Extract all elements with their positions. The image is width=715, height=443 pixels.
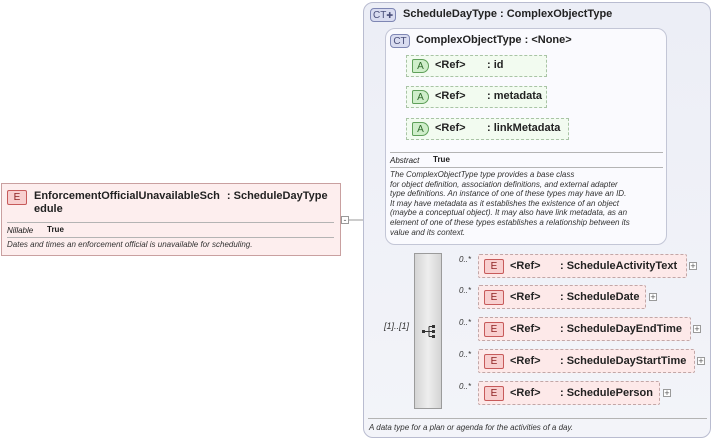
element-tag: E bbox=[484, 290, 504, 305]
base-type-title: ComplexObjectType : <None> bbox=[416, 34, 572, 46]
expand-toggle[interactable]: + bbox=[693, 324, 701, 334]
element-tag: E bbox=[484, 386, 504, 401]
base-type-documentation: The ComplexObjectType type provides a ba… bbox=[390, 170, 630, 237]
element-tag: E bbox=[484, 259, 504, 274]
element-schedule-day-end-time[interactable]: E <Ref> : ScheduleDayEndTime bbox=[478, 317, 691, 341]
base-type-name: ComplexObjectType bbox=[416, 34, 522, 46]
root-name-part1: EnforcementOfficialUnavailableSch bbox=[34, 190, 220, 202]
doc-line: (maybe a conceptual object). It may also… bbox=[390, 208, 628, 218]
divider bbox=[390, 152, 663, 153]
element-schedule-day-start-time[interactable]: E <Ref> : ScheduleDayStartTime bbox=[478, 349, 695, 373]
expand-toggle[interactable]: + bbox=[649, 292, 657, 302]
doc-line: The ComplexObjectType type provides a ba… bbox=[390, 170, 575, 179]
element-tag: E bbox=[7, 190, 27, 205]
attribute-tag: A bbox=[412, 122, 429, 136]
element-name: : SchedulePerson bbox=[560, 387, 653, 399]
nillable-value: True bbox=[47, 225, 64, 234]
base-type-base: : <None> bbox=[524, 34, 572, 46]
element-name: : ScheduleDate bbox=[560, 291, 640, 303]
element-ref: <Ref> bbox=[510, 291, 541, 303]
divider bbox=[390, 167, 663, 168]
doc-line: value and its context. bbox=[390, 227, 466, 237]
attribute-tag: A bbox=[412, 90, 429, 104]
attribute-linkmetadata[interactable]: A <Ref> : linkMetadata bbox=[406, 118, 569, 140]
element-cardinality: 0..* bbox=[459, 318, 472, 327]
element-name: : ScheduleActivityText bbox=[560, 260, 678, 272]
element-cardinality: 0..* bbox=[459, 350, 472, 359]
nillable-label: Nillable bbox=[7, 226, 34, 235]
expand-toggle[interactable]: + bbox=[689, 261, 697, 271]
outer-type-name: ScheduleDayType bbox=[403, 8, 497, 20]
element-name: : ScheduleDayEndTime bbox=[560, 323, 683, 335]
ct-tag-label: CT bbox=[372, 10, 387, 21]
doc-line: element of one of these types establishe… bbox=[390, 217, 630, 227]
element-schedule-activity-text[interactable]: E <Ref> : ScheduleActivityText bbox=[478, 254, 687, 278]
element-cardinality: 0..* bbox=[459, 286, 472, 295]
sequence-icon bbox=[422, 325, 435, 338]
element-ref: <Ref> bbox=[510, 323, 541, 335]
divider bbox=[7, 237, 334, 238]
doc-line: It may have metadata as it establishes t… bbox=[390, 198, 620, 208]
attribute-name: : linkMetadata bbox=[487, 122, 561, 134]
element-ref: <Ref> bbox=[510, 355, 541, 367]
outer-type-title: ScheduleDayType : ComplexObjectType bbox=[403, 8, 612, 20]
abstract-value: True bbox=[433, 155, 450, 164]
divider bbox=[368, 418, 707, 419]
element-tag: E bbox=[484, 322, 504, 337]
attribute-name: : metadata bbox=[487, 90, 543, 102]
complex-type-tag: CT bbox=[390, 34, 410, 48]
doc-line: type definitions. An instance of one of … bbox=[390, 189, 627, 199]
expand-toggle[interactable]: + bbox=[663, 388, 671, 398]
expand-toggle[interactable]: + bbox=[697, 356, 705, 366]
element-cardinality: 0..* bbox=[459, 382, 472, 391]
element-cardinality: 0..* bbox=[459, 255, 472, 264]
root-name-part2: edule bbox=[34, 203, 63, 215]
attribute-ref: <Ref> bbox=[435, 90, 466, 102]
element-ref: <Ref> bbox=[510, 260, 541, 272]
element-name: : ScheduleDayStartTime bbox=[560, 355, 687, 367]
element-tag: E bbox=[484, 354, 504, 369]
root-element-type: : ScheduleDayType bbox=[226, 190, 328, 202]
root-element-name: EnforcementOfficialUnavailableSch : Sche… bbox=[34, 190, 328, 202]
attribute-metadata[interactable]: A <Ref> : metadata bbox=[406, 86, 547, 108]
element-ref: <Ref> bbox=[510, 387, 541, 399]
attribute-id[interactable]: A <Ref> : id bbox=[406, 55, 547, 77]
outer-type-base: : ComplexObjectType bbox=[500, 8, 613, 20]
sequence-cardinality: [1]..[1] bbox=[384, 321, 410, 331]
element-schedule-person[interactable]: E <Ref> : SchedulePerson bbox=[478, 381, 660, 405]
root-documentation: Dates and times an enforcement official … bbox=[7, 240, 253, 249]
doc-line: for object definition, association defin… bbox=[390, 179, 618, 189]
attribute-ref: <Ref> bbox=[435, 59, 466, 71]
attribute-name: : id bbox=[487, 59, 504, 71]
outer-type-documentation: A data type for a plan or agenda for the… bbox=[369, 423, 574, 432]
abstract-label: Abstract bbox=[390, 156, 420, 165]
complex-type-tag: CT✚ bbox=[370, 8, 396, 22]
attribute-ref: <Ref> bbox=[435, 122, 466, 134]
sequence-compositor[interactable] bbox=[414, 253, 442, 409]
root-element-box[interactable]: E EnforcementOfficialUnavailableSch : Sc… bbox=[1, 183, 341, 256]
divider bbox=[7, 222, 334, 223]
attribute-tag: A bbox=[412, 59, 429, 73]
element-schedule-date[interactable]: E <Ref> : ScheduleDate bbox=[478, 285, 646, 309]
collapse-toggle[interactable]: - bbox=[341, 216, 349, 225]
